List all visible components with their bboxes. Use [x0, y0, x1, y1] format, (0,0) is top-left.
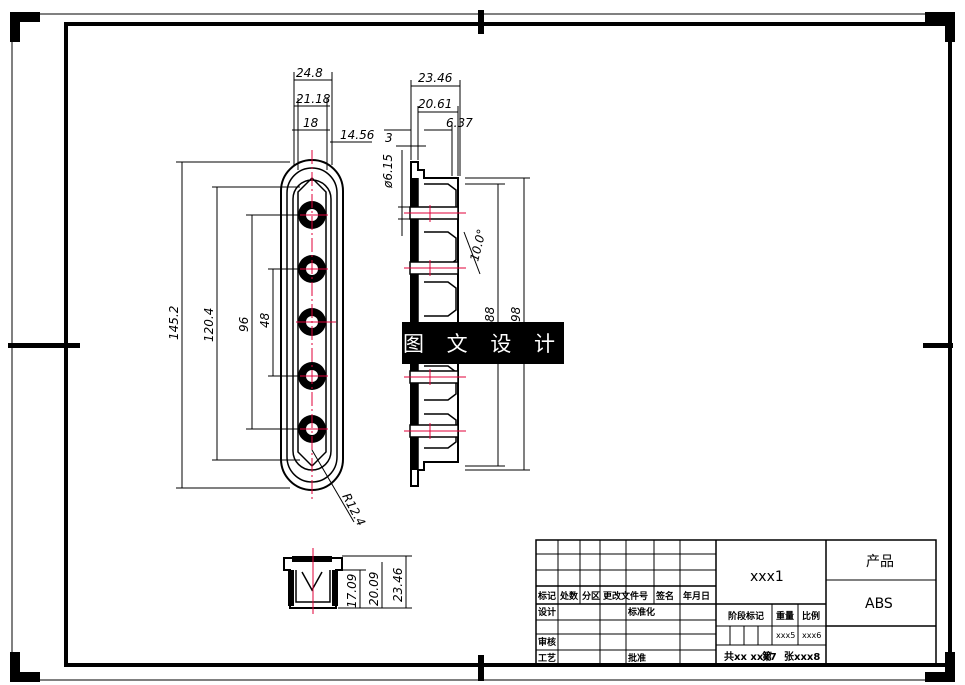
top-height-dim-3: 23.46 [391, 567, 405, 602]
center-mark-bottom [478, 655, 484, 681]
corner-mark-top-right [925, 12, 955, 42]
tb-weight: 重量 [776, 610, 794, 622]
side-width-dim-4: 3 [385, 131, 393, 145]
side-view-centerlines [404, 205, 466, 439]
front-height-dim-1: 145.2 [167, 306, 181, 340]
side-width-dim-1: 23.46 [418, 71, 453, 85]
tb-design: 设计 [538, 606, 556, 618]
front-radius-dim: R12.4 [339, 491, 368, 529]
side-diameter-dim: ø6.15 [381, 154, 395, 189]
title-block [535, 539, 937, 666]
tb-material: ABS [865, 596, 893, 612]
front-view-dimension-lines [176, 72, 372, 523]
tb-header-mark: 标记 [537, 590, 556, 602]
tb-standardize: 标准化 [627, 606, 655, 618]
center-mark-right [923, 343, 953, 348]
tb-sheet-no: 张xxx8 [784, 650, 820, 663]
front-view-centerlines [296, 150, 336, 500]
front-height-dim-3: 96 [237, 316, 251, 332]
tb-sheet-no-prefix: 第 [762, 650, 772, 663]
tb-stage-mark: 阶段标记 [728, 610, 764, 622]
tb-scale-value: xxx6 [802, 631, 821, 640]
tb-process: 工艺 [538, 652, 556, 664]
tb-header-date: 年月日 [683, 590, 710, 602]
tb-drawing-name: xxx1 [750, 569, 784, 585]
front-width-dim-3: 18 [303, 116, 319, 130]
front-height-dim-4: 48 [258, 312, 272, 328]
tb-header-signature: 签名 [655, 590, 674, 602]
top-height-dim-1: 17.09 [345, 574, 359, 608]
corner-mark-top-left [10, 12, 40, 42]
center-mark-left [8, 343, 80, 348]
side-width-dim-2: 20.61 [418, 97, 452, 111]
center-mark-top [478, 10, 484, 34]
top-view-dimension-lines [338, 555, 412, 609]
corner-mark-bottom-left [10, 652, 40, 682]
front-width-dim-1: 24.8 [296, 66, 323, 80]
tb-review: 审核 [538, 636, 556, 648]
tb-product-label: 产品 [866, 554, 894, 570]
tb-header-change-doc: 更改文件号 [603, 590, 648, 602]
corner-mark-bottom-right [925, 652, 955, 682]
side-height-dim-2: 98 [509, 306, 523, 322]
front-height-dim-2: 120.4 [202, 308, 216, 342]
top-height-dim-2: 20.09 [367, 572, 381, 606]
side-height-dim-1: 88 [483, 306, 497, 322]
side-width-dim-3: 6.37 [446, 116, 473, 130]
front-width-dim-4: 14.56 [340, 128, 375, 142]
tb-total-sheets: 共xx xxx7 [724, 650, 777, 663]
front-width-dim-2: 21.18 [296, 92, 331, 106]
tb-approve: 批准 [628, 652, 646, 664]
tb-header-zone: 分区 [582, 590, 600, 602]
tb-header-count: 处数 [559, 590, 579, 602]
tb-weight-value: xxx5 [776, 631, 795, 640]
watermark-banner: 图 文 设 计 [402, 322, 564, 364]
tb-scale: 比例 [802, 610, 820, 622]
side-angle-dim: 10.0° [467, 228, 488, 263]
